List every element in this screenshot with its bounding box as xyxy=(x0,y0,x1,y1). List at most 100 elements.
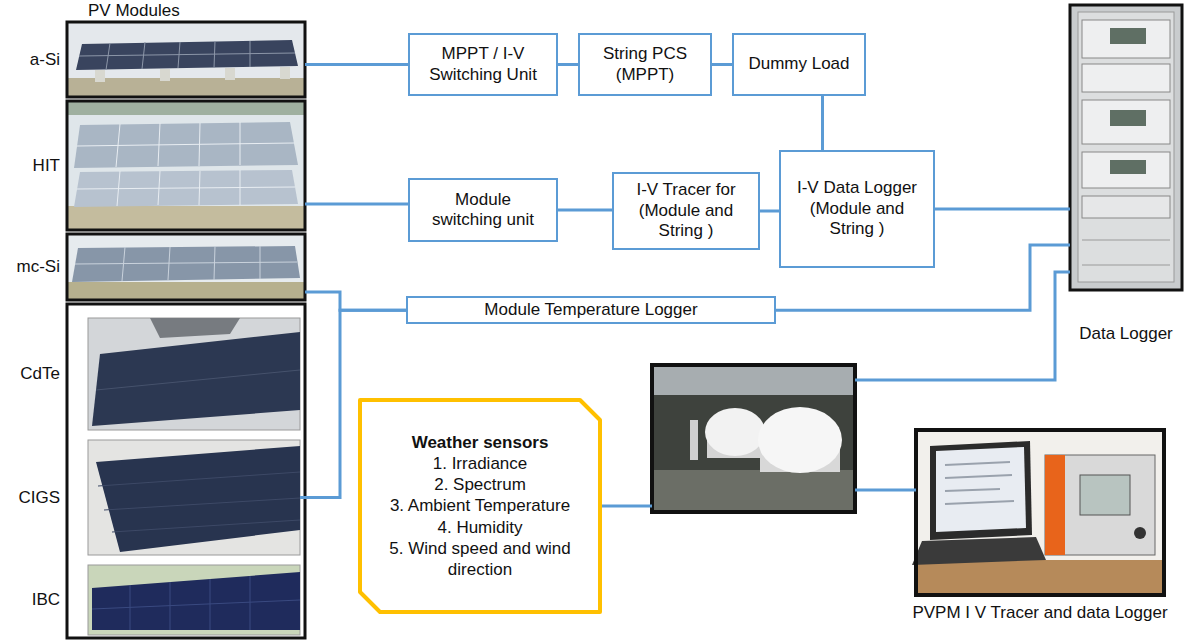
hit-photo xyxy=(67,101,305,230)
connector-line xyxy=(305,292,406,310)
mc-si-photo xyxy=(67,234,305,300)
pvpm-photo xyxy=(916,560,1164,595)
photo-caption: PVPM I V Tracer and data Logger xyxy=(912,603,1167,623)
data-logger-rack-photo xyxy=(1070,5,1182,290)
mc-si-photo xyxy=(67,282,305,300)
data-logger-rack-photo xyxy=(1110,110,1146,126)
process-box: I-V Tracer for (Module and String ) xyxy=(612,172,760,250)
box-label: Module switching unit xyxy=(418,190,548,231)
a-si-photo xyxy=(76,40,298,70)
process-box: Dummy Load xyxy=(732,33,866,96)
module-photo: a-Si xyxy=(67,22,305,97)
a-si-photo xyxy=(67,22,305,97)
a-si-photo xyxy=(95,70,105,82)
list-item: 2. Spectrum xyxy=(434,474,526,495)
weather-sensor-photo xyxy=(652,365,855,512)
box-label: Module Temperature Logger xyxy=(484,300,697,320)
a-si-photo xyxy=(67,22,305,97)
mc-si-photo xyxy=(75,246,297,281)
hit-photo xyxy=(67,101,305,115)
ibc-photo xyxy=(88,565,300,635)
pvpm-photo xyxy=(916,430,1164,595)
data-logger-rack-photo xyxy=(1082,240,1170,265)
cigs-photo xyxy=(96,446,300,552)
pvpm-photo xyxy=(930,441,1032,540)
module-photo: IBC xyxy=(88,565,300,635)
list-item: 3. Ambient Temperature xyxy=(390,495,570,516)
cigs-photo xyxy=(88,440,300,555)
cdte-photo xyxy=(88,318,300,430)
hit-photo xyxy=(67,101,305,230)
sensor-wires xyxy=(602,505,652,508)
list-item: 5. Wind speed and wind direction xyxy=(384,538,576,581)
process-box: String PCS (MPPT) xyxy=(578,33,712,96)
weather-sensor-photo xyxy=(652,365,855,512)
hit-photo xyxy=(67,101,305,230)
pvpm-photo xyxy=(912,537,1046,565)
cdte-photo xyxy=(92,332,300,426)
data-logger-rack-photo xyxy=(1082,196,1170,218)
photo-caption: CdTe xyxy=(20,364,60,384)
pvpm-photo xyxy=(1045,455,1065,555)
a-si-photo xyxy=(280,67,290,79)
connector-line xyxy=(558,209,612,212)
weather-sensor-photo xyxy=(652,365,855,512)
box-label: I-V Data Logger (Module and String ) xyxy=(789,178,925,239)
connector-line xyxy=(821,96,824,150)
mc-si-photo xyxy=(67,234,305,300)
photo-caption: HIT xyxy=(33,155,60,175)
process-box: Module Temperature Logger xyxy=(406,296,776,324)
thin-film-group-frame xyxy=(67,304,305,638)
connector-line xyxy=(558,63,578,66)
module-photo: CdTe xyxy=(88,318,300,430)
pvpm-photo xyxy=(945,462,1014,504)
data-logger-rack-photo xyxy=(1082,100,1170,144)
a-si-photo xyxy=(79,41,295,70)
cdte-photo xyxy=(150,318,240,338)
box-heading: Weather sensors xyxy=(412,432,549,453)
data-logger-rack-photo xyxy=(1110,28,1146,44)
equipment-photo: PVPM I V Tracer and data Logger xyxy=(916,430,1164,595)
data-logger-rack-photo xyxy=(1110,160,1146,174)
connector-line xyxy=(712,63,732,66)
process-box: Module switching unit xyxy=(408,178,558,242)
weather-sensor-photo xyxy=(652,365,855,395)
cigs-photo xyxy=(98,472,300,532)
box-label: MPPT / I-V Switching Unit xyxy=(418,44,548,85)
hit-photo xyxy=(77,122,295,206)
a-si-photo xyxy=(225,68,235,80)
pvpm-photo xyxy=(1134,527,1146,539)
sensor-wires xyxy=(855,489,916,492)
photo-caption: mc-Si xyxy=(17,257,60,277)
process-box: I-V Data Logger (Module and String ) xyxy=(779,150,935,268)
connector-line xyxy=(305,63,408,66)
photo-caption: IBC xyxy=(32,590,60,610)
data-logger-rack-photo xyxy=(1070,5,1182,290)
connector-line xyxy=(305,203,408,206)
module-photo: CIGS xyxy=(88,440,300,555)
equipment-photo: Data Logger xyxy=(1070,5,1182,290)
weather-sensor-photo xyxy=(652,470,855,512)
list-item: 1. Irradiance xyxy=(433,453,528,474)
group-heading: PV Modules xyxy=(88,1,180,21)
a-si-photo xyxy=(67,22,305,97)
weather-sensor-photo xyxy=(690,420,698,460)
box-label: Dummy Load xyxy=(748,54,849,74)
photo-caption: CIGS xyxy=(18,487,60,507)
sensor-list-box: Weather sensors1. Irradiance2. Spectrum3… xyxy=(358,398,602,614)
pvpm-photo xyxy=(916,430,1164,595)
weather-sensor-photo xyxy=(705,408,765,456)
connector-line xyxy=(935,208,1070,211)
mc-si-photo xyxy=(72,246,300,282)
box-label: I-V Tracer for (Module and String ) xyxy=(622,180,750,241)
pvpm-photo xyxy=(1080,475,1130,515)
pvpm-photo xyxy=(1045,455,1155,555)
photo-caption: a-Si xyxy=(30,49,60,69)
cigs-photo xyxy=(88,440,300,555)
ibc-photo xyxy=(92,572,300,630)
mc-si-photo xyxy=(67,234,305,300)
thin-film-group-frame xyxy=(67,304,305,638)
data-logger-rack-photo xyxy=(1078,12,1174,282)
